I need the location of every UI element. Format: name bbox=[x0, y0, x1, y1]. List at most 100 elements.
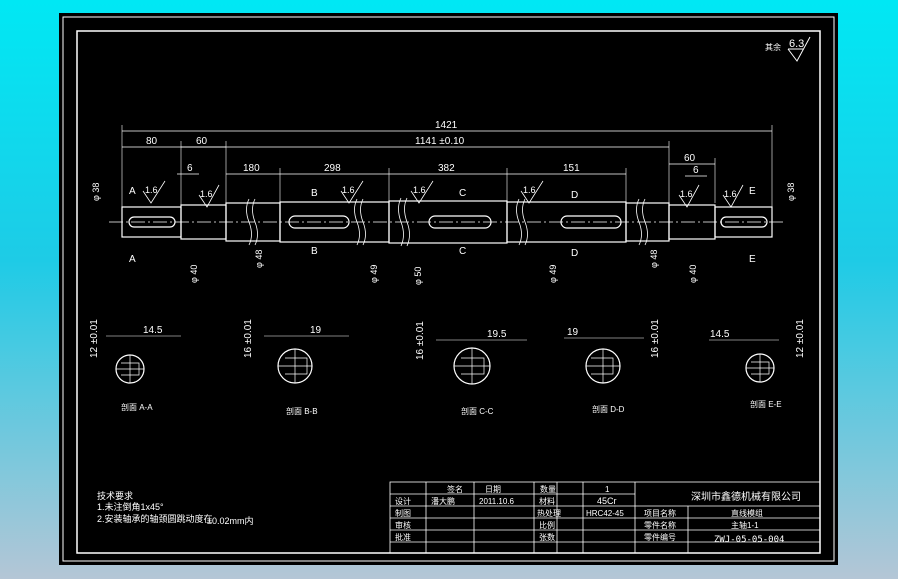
dim-382: 382 bbox=[438, 163, 455, 174]
keyway-e bbox=[720, 216, 768, 228]
length-dimensions: 1421 1141 ±0.10 80 60 6 180 298 382 151 … bbox=[121, 120, 773, 218]
marker-e-bottom: E bbox=[749, 254, 756, 265]
section-a-width: 14.5 bbox=[143, 325, 163, 336]
tb-date: 2011.10.6 bbox=[479, 497, 515, 506]
section-e-e: 14.5 12 ±0.01 剖面 E-E bbox=[709, 319, 806, 409]
section-c-height: 16 ±0.01 bbox=[415, 321, 426, 360]
section-markers: A A B B C C D D E E bbox=[129, 186, 756, 265]
dim-overall: 1421 bbox=[435, 120, 458, 131]
dia-38-right: φ 38 bbox=[786, 183, 796, 201]
section-d-d: 19 16 ±0.01 剖面 D-D bbox=[564, 319, 661, 414]
section-c-c: 19.5 16 ±0.01 剖面 C-C bbox=[415, 321, 527, 416]
finish-3: 1.6 bbox=[342, 185, 355, 195]
tb-qty: 1 bbox=[605, 485, 610, 494]
section-b-label: 剖面 B-B bbox=[286, 406, 318, 416]
finish-7: 1.6 bbox=[724, 189, 737, 199]
keyway-d bbox=[560, 215, 622, 229]
extension-lines bbox=[121, 125, 773, 218]
drawing-sheet: 其余 6.3 1421 1141 ±0.10 80 60 6 180 298 3… bbox=[59, 13, 838, 565]
marker-e-top: E bbox=[749, 186, 756, 197]
marker-c-top: C bbox=[459, 188, 466, 199]
finish-1: 1.6 bbox=[145, 185, 158, 195]
tb-sheet-label: 张数 bbox=[539, 532, 555, 542]
tb-part: 主轴1-1 bbox=[731, 520, 759, 530]
section-e-width: 14.5 bbox=[710, 329, 730, 340]
section-a-hatch bbox=[116, 355, 144, 383]
tech-notes-line2: 2.安装轴承的轴颈圆跳动度在 bbox=[97, 513, 213, 524]
dia-40-left: φ 40 bbox=[189, 265, 199, 283]
section-b-b: 19 16 ±0.01 剖面 B-B bbox=[243, 319, 349, 416]
dim-60: 60 bbox=[196, 136, 208, 147]
tb-drawn-label: 制图 bbox=[395, 508, 411, 518]
shaft bbox=[109, 197, 785, 247]
tb-h-qty: 数量 bbox=[540, 484, 556, 494]
inner-frame bbox=[76, 30, 821, 554]
roughness-symbol-icon bbox=[787, 36, 811, 62]
section-a-height: 12 ±0.01 bbox=[89, 319, 100, 358]
dia-38-left: φ 38 bbox=[91, 183, 101, 201]
tb-material: 45Cr bbox=[597, 496, 617, 506]
cad-drawing: 其余 6.3 1421 1141 ±0.10 80 60 6 180 298 3… bbox=[62, 16, 835, 562]
dim-6a: 6 bbox=[187, 163, 193, 174]
section-d-height: 16 ±0.01 bbox=[650, 319, 661, 358]
roughness-value: 6.3 bbox=[789, 38, 804, 50]
dim-6b: 6 bbox=[693, 165, 699, 176]
marker-a-bottom: A bbox=[129, 254, 136, 265]
diameter-labels: φ 38 φ 40 φ 48 φ 49 φ 50 φ 49 φ 48 φ 40 … bbox=[91, 183, 796, 285]
finish-symbol-icon bbox=[142, 180, 166, 204]
section-a-label: 剖面 A-A bbox=[121, 402, 153, 412]
dia-49-left: φ 49 bbox=[369, 265, 379, 283]
tb-scale-label: 比例 bbox=[539, 520, 555, 530]
finish-6: 1.6 bbox=[680, 189, 693, 199]
finish-symbol-icon bbox=[678, 184, 700, 208]
section-d-label: 剖面 D-D bbox=[592, 404, 625, 414]
shaft-journal-right bbox=[714, 206, 773, 238]
tb-h-date: 日期 bbox=[485, 485, 501, 494]
finish-symbol-icon bbox=[198, 184, 220, 208]
section-c-width: 19.5 bbox=[487, 329, 507, 340]
dim-151: 151 bbox=[563, 163, 580, 174]
keyway-c bbox=[428, 215, 492, 229]
tech-notes-title: 技术要求 bbox=[97, 490, 133, 501]
tb-heat-label: 热处理 bbox=[537, 508, 561, 518]
marker-c-bottom: C bbox=[459, 246, 466, 257]
dim-298: 298 bbox=[324, 163, 341, 174]
section-d-width: 19 bbox=[567, 327, 579, 338]
marker-a-top: A bbox=[129, 186, 136, 197]
tb-part-label: 零件名称 bbox=[644, 520, 676, 530]
section-e-height: 12 ±0.01 bbox=[795, 319, 806, 358]
keyway-a bbox=[128, 216, 176, 228]
dia-49-right: φ 49 bbox=[548, 265, 558, 283]
finish-symbol-icon bbox=[520, 180, 544, 204]
finish-symbols: 1.6 1.6 1.6 1.6 1.6 1.6 1.6 bbox=[142, 180, 744, 208]
title-block-frame bbox=[389, 481, 821, 554]
outer-frame bbox=[62, 16, 835, 562]
tb-company: 深圳市鑫德机械有限公司 bbox=[691, 490, 801, 503]
tb-designer: 潘大鹏 bbox=[431, 496, 455, 506]
tb-h-sign: 签名 bbox=[447, 484, 463, 494]
section-c-label: 剖面 C-C bbox=[461, 406, 494, 416]
keyway-b bbox=[288, 215, 350, 229]
finish-symbol-icon bbox=[410, 180, 434, 204]
roughness-other-label: 其余 bbox=[765, 42, 781, 52]
tech-notes-line1: 1.未注倒角1x45° bbox=[97, 501, 164, 512]
tb-approve-label: 批准 bbox=[395, 532, 411, 542]
section-c-hatch bbox=[454, 348, 490, 384]
section-e-hatch bbox=[746, 354, 774, 382]
dia-48-right: φ 48 bbox=[649, 250, 659, 268]
dim-180: 180 bbox=[243, 163, 260, 174]
marker-b-top: B bbox=[311, 188, 318, 199]
marker-d-bottom: D bbox=[571, 248, 578, 259]
section-b-height: 16 ±0.01 bbox=[243, 319, 254, 358]
title-block-grid bbox=[390, 482, 820, 553]
section-e-label: 剖面 E-E bbox=[750, 399, 782, 409]
tb-drawing-no: ZWJ-05-05-004 bbox=[714, 535, 784, 545]
finish-5: 1.6 bbox=[523, 185, 536, 195]
break-marks bbox=[246, 197, 648, 247]
dia-48-left: φ 48 bbox=[254, 250, 264, 268]
marker-d-top: D bbox=[571, 190, 578, 201]
shaft-journal-left bbox=[121, 206, 182, 238]
section-b-hatch bbox=[278, 349, 312, 383]
tb-project: 直线模组 bbox=[731, 508, 763, 518]
tb-heat: HRC42-45 bbox=[586, 509, 624, 518]
